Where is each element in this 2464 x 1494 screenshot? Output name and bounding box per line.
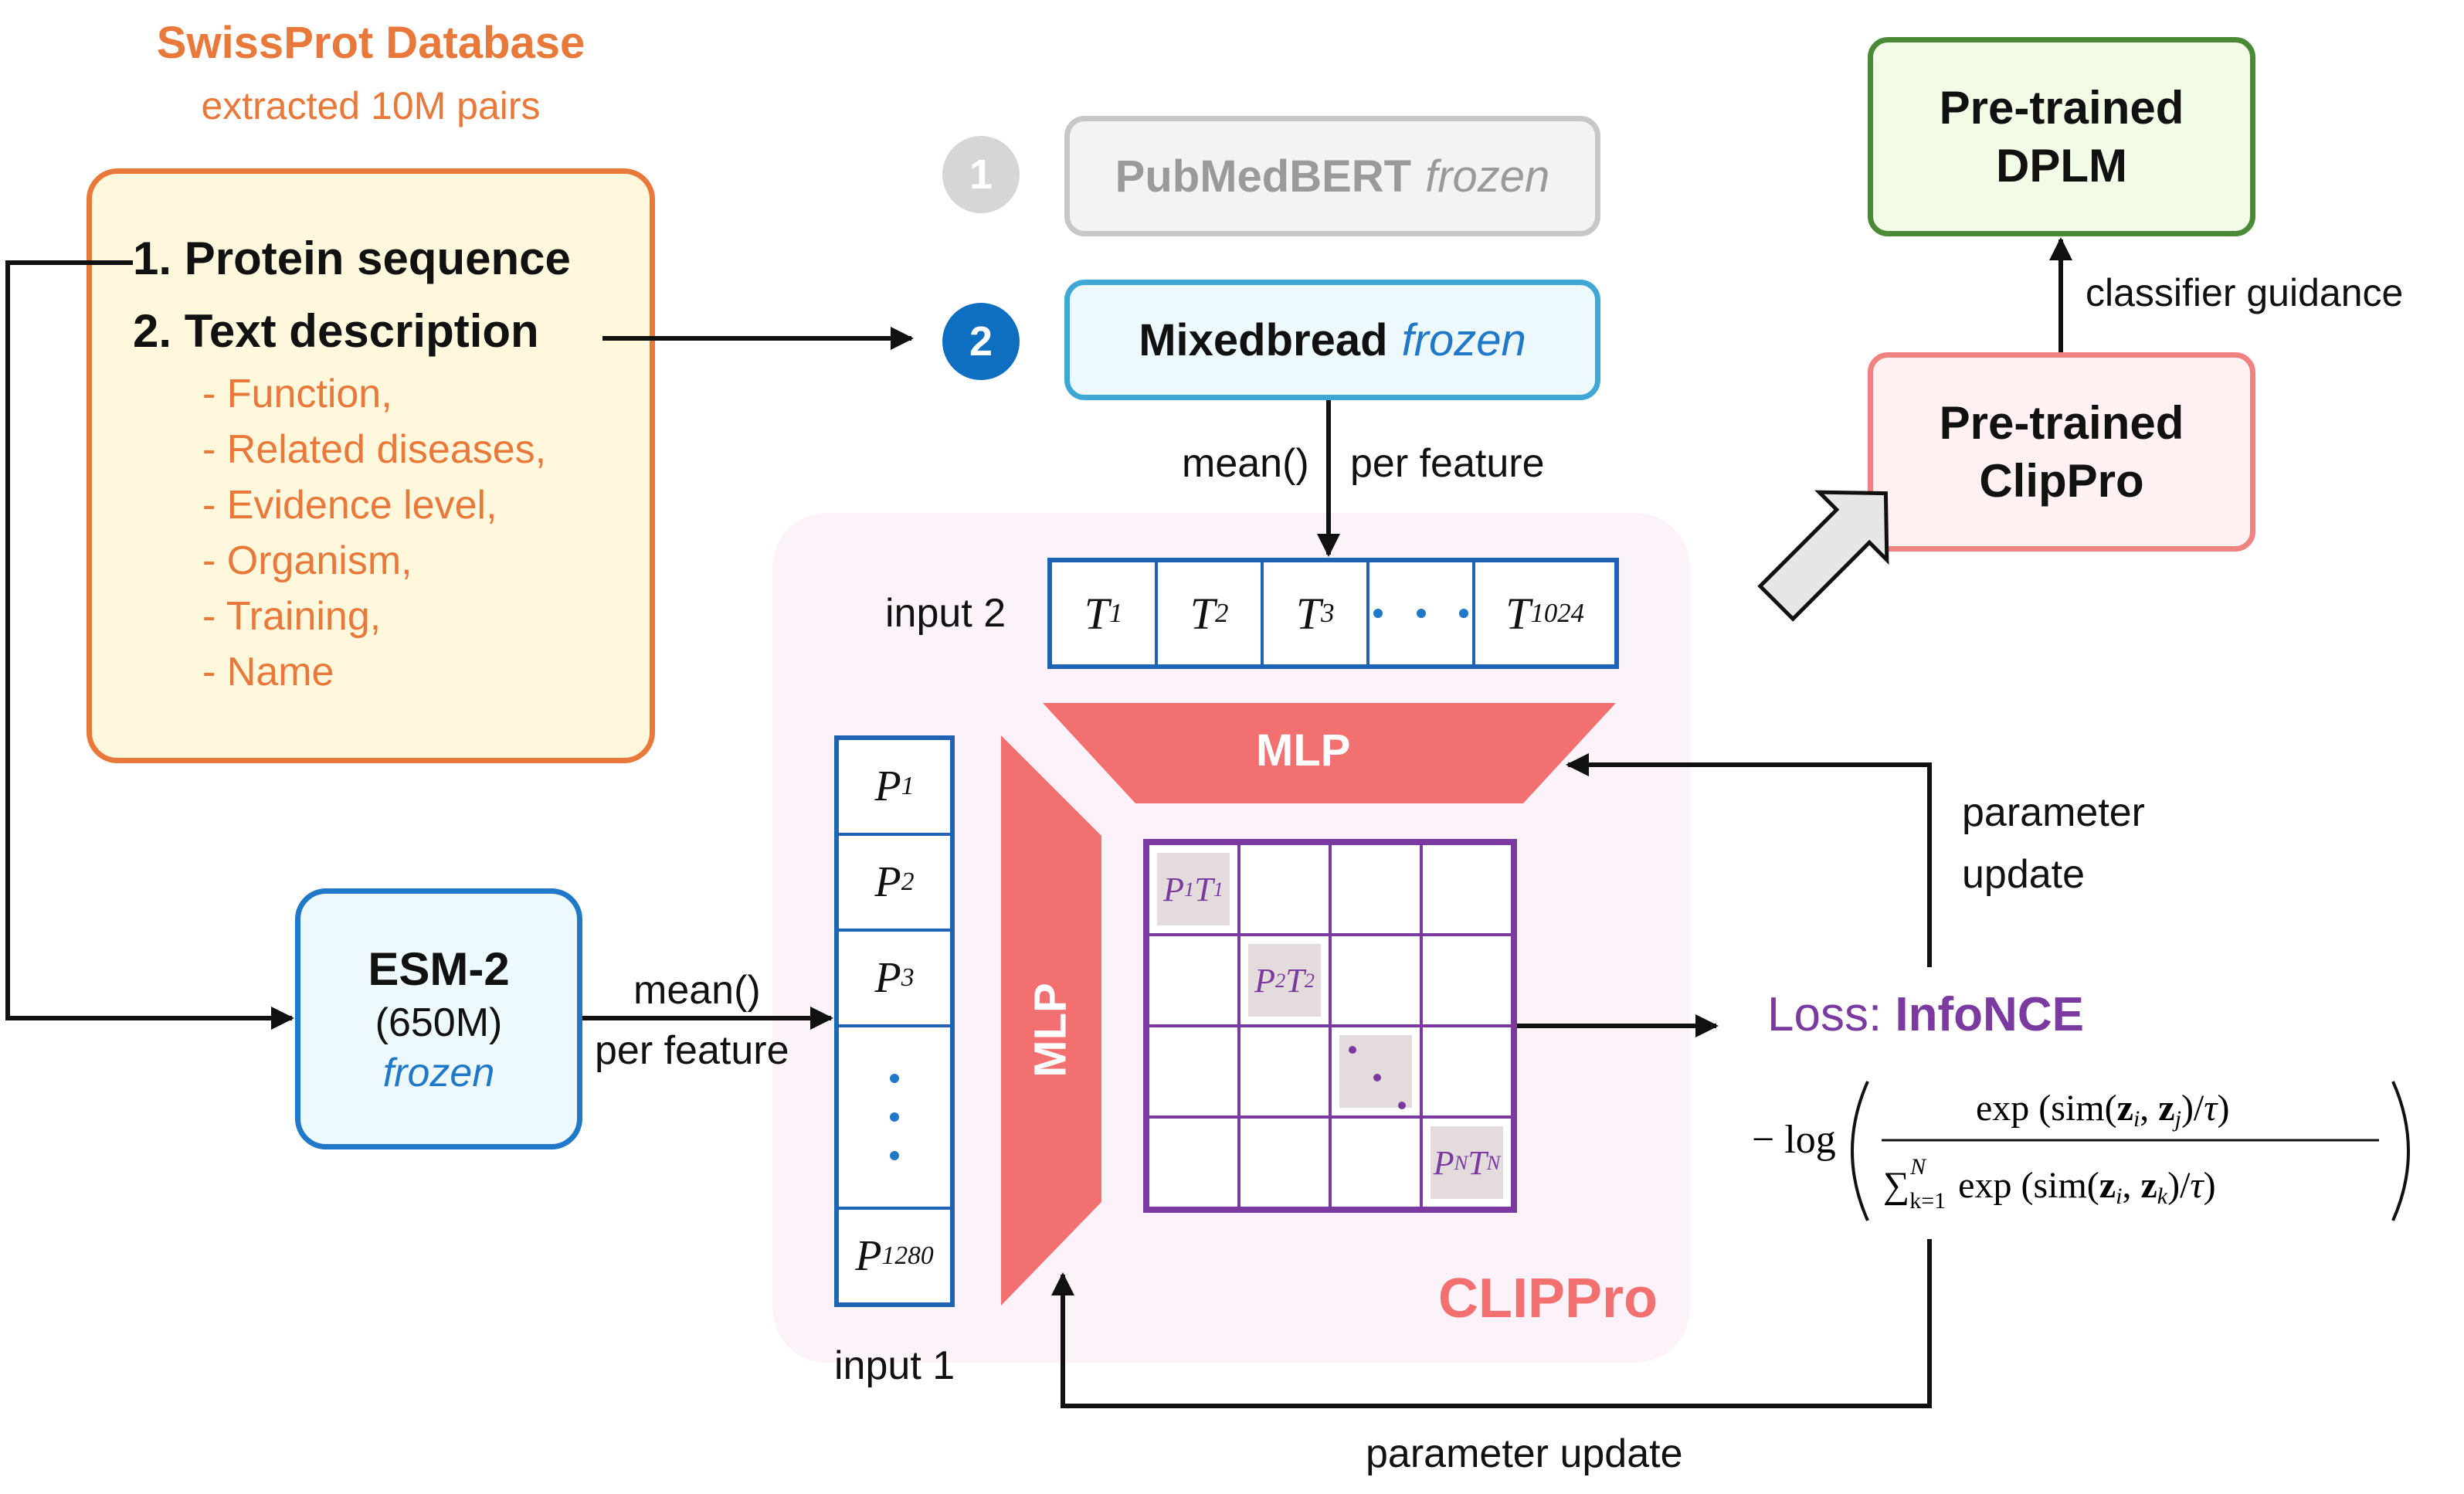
esm2-box: ESM-2 (650M) frozen [295,888,582,1149]
swissprot-title: SwissProt Database [156,18,585,68]
subitem-evidence: - Evidence level, [202,483,497,528]
subitem-name: - Name [202,650,334,694]
text-token-ellipsis [1369,562,1476,664]
diag-cell-ellipsis [1339,1035,1412,1109]
param-update-right-b: update [1962,852,2086,897]
subitem-training: - Training, [202,594,382,639]
subitem-diseases: - Related diseases, [202,427,547,472]
text-pool-label-b: per feature [1350,441,1545,486]
svg-text:exp (sim(zi, zj)/τ): exp (sim(zi, zj)/τ) [1976,1088,2229,1132]
mlp-left-label: MLP [1025,983,1076,1078]
dplm-line1: Pre-trained [1939,82,2184,134]
esm2-frozen: frozen [382,1050,495,1095]
mlp-top-label: MLP [1256,725,1351,776]
input1-label: input 1 [834,1343,955,1388]
mixedbread-name: Mixedbread [1139,314,1388,365]
mixedbread-frozen: frozen [1401,314,1526,365]
infonce-formula: − log exp (sim(zi, zj)/τ) ∑k=1N exp (sim… [1752,1066,2432,1245]
loss-label: Loss: InfoNCE [1767,987,2084,1042]
clippro-label: CLIPPro [1438,1268,1658,1329]
esm2-name: ESM-2 [368,942,510,995]
pubmedbert-name: PubMedBERT [1115,151,1412,202]
protein-token-ellipsis [839,1027,950,1210]
dplm-line2: DPLM [1996,140,2127,192]
svg-text:− log: − log [1752,1118,1836,1162]
pretrained-dplm-box: Pre-trained DPLM [1868,37,2255,236]
input2-label: input 2 [885,591,1006,636]
mixedbread-box: Mixedbread frozen [1064,280,1600,400]
mlp-top-shape [1043,703,1616,803]
protein-to-esm-line [5,260,294,1030]
param-update-right-a: parameter [1962,790,2145,835]
clippro-line2: ClipPro [1979,455,2144,507]
pubmedbert-box: PubMedBERT frozen [1064,116,1600,236]
loss-to-mlp-left-arrow [1051,1239,1932,1408]
subitem-function: - Function, [202,372,392,416]
classifier-guidance-label: classifier guidance [2086,271,2404,314]
swissprot-box [87,168,655,763]
clippro-line1: Pre-trained [1939,397,2184,449]
text-description-item: 2. Text description [133,305,539,357]
pretrained-clippro-box: Pre-trained ClipPro [1868,352,2255,552]
badge-1: 1 [942,136,1020,213]
hollow-transfer-arrow [1757,490,1889,622]
text-pool-label-a: mean() [1182,441,1309,486]
loss-to-mlp-top-arrow [1566,753,1932,967]
protein-sequence-item: 1. Protein sequence [133,233,571,284]
prot-pool-label-b: per feature [595,1028,789,1073]
esm2-size: (650M) [375,1000,503,1045]
badge-2: 2 [942,303,1020,380]
mlp-left-shape [1001,735,1101,1306]
swissprot-subtitle: extracted 10M pairs [201,84,541,127]
loss-name: InfoNCE [1895,988,2084,1041]
prot-pool-label-a: mean() [633,968,761,1013]
subitem-organism: - Organism, [202,538,412,583]
loss-prefix: Loss: [1767,988,1896,1041]
param-update-bottom: parameter update [1366,1431,1683,1476]
pubmedbert-frozen: frozen [1425,151,1550,202]
